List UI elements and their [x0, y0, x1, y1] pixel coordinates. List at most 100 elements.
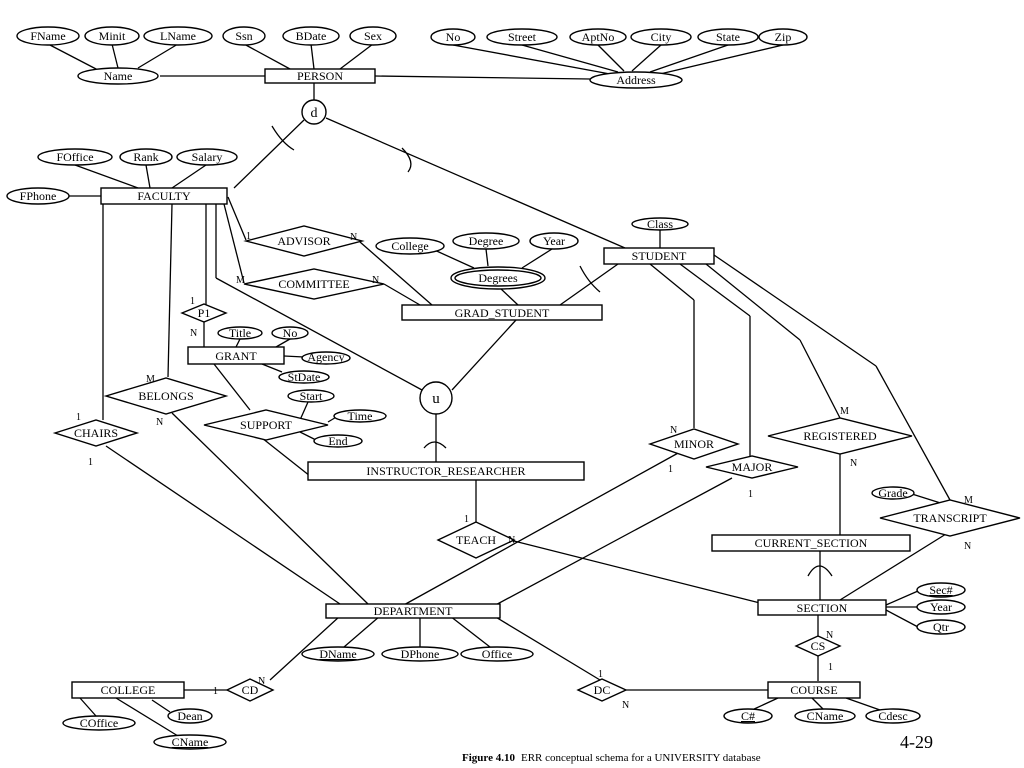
relationship-registered-label: REGISTERED	[803, 429, 877, 443]
relationship-chairs-label: CHAIRS	[74, 426, 118, 440]
attr-fname[interactable]: FName	[16, 26, 80, 46]
attr-degree[interactable]: Degree	[452, 232, 520, 250]
svg-text:u: u	[432, 391, 440, 407]
entity-student-label: STUDENT	[632, 249, 687, 263]
entity-instructor-researcher-label: INSTRUCTOR_RESEARCHER	[366, 464, 525, 478]
attr-state[interactable]: State	[697, 28, 759, 46]
svg-text:DName: DName	[319, 647, 356, 661]
attr-grant-no[interactable]: No	[271, 326, 309, 340]
svg-text:d: d	[311, 106, 318, 121]
attr-address-no[interactable]: No	[430, 28, 476, 46]
card-advisor-grad: N	[350, 232, 357, 243]
attr-end[interactable]: End	[313, 434, 363, 448]
attr-city[interactable]: City	[630, 28, 692, 46]
relationship-cd[interactable]: CD	[225, 678, 275, 702]
relationship-belongs-label: BELONGS	[138, 389, 193, 403]
attr-lname[interactable]: LName	[143, 26, 213, 46]
attr-minit[interactable]: Minit	[84, 26, 140, 46]
card-p1-top: 1	[190, 296, 195, 307]
entity-current-section[interactable]: CURRENT_SECTION	[711, 534, 911, 552]
card-transcript-section: N	[964, 541, 971, 552]
attr-class[interactable]: Class	[631, 217, 689, 231]
attr-stdate[interactable]: StDate	[278, 370, 330, 384]
attr-section-year[interactable]: Year	[916, 599, 966, 615]
card-dc-course: N	[622, 700, 629, 711]
svg-text:Agency: Agency	[307, 350, 344, 364]
entity-grad-student[interactable]: GRAD_STUDENT	[401, 304, 603, 321]
attr-dname[interactable]: DName	[301, 646, 375, 662]
entity-department[interactable]: DEPARTMENT	[325, 603, 501, 619]
relationship-major[interactable]: MAJOR	[705, 455, 799, 479]
relationship-registered[interactable]: REGISTERED	[767, 417, 913, 455]
attr-year[interactable]: Year	[529, 232, 579, 250]
attr-aptno[interactable]: AptNo	[569, 28, 627, 46]
card-major-dept: 1	[748, 489, 753, 500]
relationship-minor[interactable]: MINOR	[647, 428, 741, 460]
attr-foffice[interactable]: FOffice	[37, 148, 113, 166]
figure-caption-label: Figure 4.10	[462, 752, 515, 764]
attr-street[interactable]: Street	[486, 28, 558, 46]
entity-person[interactable]: PERSON	[264, 68, 376, 84]
entity-faculty[interactable]: FACULTY	[100, 187, 228, 205]
svg-text:Start: Start	[300, 389, 323, 403]
attr-title[interactable]: Title	[217, 326, 263, 340]
relationship-belongs[interactable]: BELONGS	[103, 377, 229, 415]
card-p1-left: N	[190, 328, 197, 339]
entity-instructor-researcher[interactable]: INSTRUCTOR_RESEARCHER	[307, 461, 585, 481]
attr-dean[interactable]: Dean	[167, 708, 213, 724]
entity-college[interactable]: COLLEGE	[71, 681, 185, 699]
relationship-support[interactable]: SUPPORT	[203, 409, 329, 441]
svg-text:Year: Year	[930, 600, 952, 614]
svg-text:LName: LName	[160, 29, 196, 43]
relationship-chairs[interactable]: CHAIRS	[52, 419, 140, 447]
relationship-teach[interactable]: TEACH	[436, 521, 516, 559]
attr-course-no[interactable]: C#	[723, 708, 773, 724]
attr-rank[interactable]: Rank	[119, 148, 173, 166]
entity-course-label: COURSE	[790, 683, 837, 697]
attr-college[interactable]: College	[375, 237, 445, 255]
attr-fphone[interactable]: FPhone	[6, 187, 70, 205]
attr-sec-no[interactable]: Sec#	[916, 582, 966, 598]
attr-time[interactable]: Time	[333, 409, 387, 423]
attr-qtr[interactable]: Qtr	[916, 619, 966, 635]
relationship-cs[interactable]: CS	[794, 635, 842, 657]
entity-current-section-label: CURRENT_SECTION	[755, 536, 868, 550]
relationship-p1[interactable]: P1	[180, 303, 228, 323]
attr-cdesc[interactable]: Cdesc	[865, 708, 921, 724]
svg-text:Salary: Salary	[192, 150, 223, 164]
cardinality-labels: 1 N M N 1 N M N 1 1 1 N N 1 1 M N M N 1 …	[76, 231, 973, 711]
attr-sex[interactable]: Sex	[349, 26, 397, 46]
attr-zip[interactable]: Zip	[758, 28, 808, 46]
attr-name[interactable]: Name	[77, 67, 159, 85]
entity-student[interactable]: STUDENT	[603, 247, 715, 265]
entity-department-label: DEPARTMENT	[374, 604, 454, 618]
attr-degrees-multivalued[interactable]: Degrees	[450, 266, 546, 290]
card-registered-section: N	[850, 458, 857, 469]
attr-college-cname[interactable]: CName	[153, 734, 227, 750]
relationship-advisor[interactable]: ADVISOR	[243, 225, 365, 257]
attr-salary[interactable]: Salary	[176, 148, 238, 166]
attr-start[interactable]: Start	[287, 389, 335, 403]
attr-course-cname[interactable]: CName	[794, 708, 856, 724]
card-belongs-faculty: M	[146, 374, 155, 385]
entity-course[interactable]: COURSE	[767, 681, 861, 699]
attr-grade[interactable]: Grade	[871, 486, 915, 500]
attr-coffice[interactable]: COffice	[62, 715, 136, 731]
attr-bdate[interactable]: BDate	[282, 26, 340, 46]
attr-dphone[interactable]: DPhone	[381, 646, 459, 662]
relationship-p1-label: P1	[198, 306, 211, 320]
attr-address[interactable]: Address	[589, 71, 683, 89]
relationship-transcript[interactable]: TRANSCRIPT	[879, 499, 1021, 537]
relationship-major-label: MAJOR	[732, 460, 773, 474]
relationship-cd-label: CD	[242, 683, 259, 697]
card-dc-dept: 1	[598, 669, 603, 680]
attributes: FName Minit LName Ssn BDate Sex Name No …	[6, 26, 966, 750]
attr-office[interactable]: Office	[460, 646, 534, 662]
relationship-dc[interactable]: DC	[576, 678, 628, 702]
entity-section[interactable]: SECTION	[757, 599, 887, 616]
attr-agency[interactable]: Agency	[301, 350, 351, 365]
entity-grant[interactable]: GRANT	[187, 346, 285, 365]
card-cd-college: 1	[213, 686, 218, 697]
attr-ssn[interactable]: Ssn	[222, 26, 266, 46]
relationship-committee[interactable]: COMMITTEE	[243, 268, 385, 300]
